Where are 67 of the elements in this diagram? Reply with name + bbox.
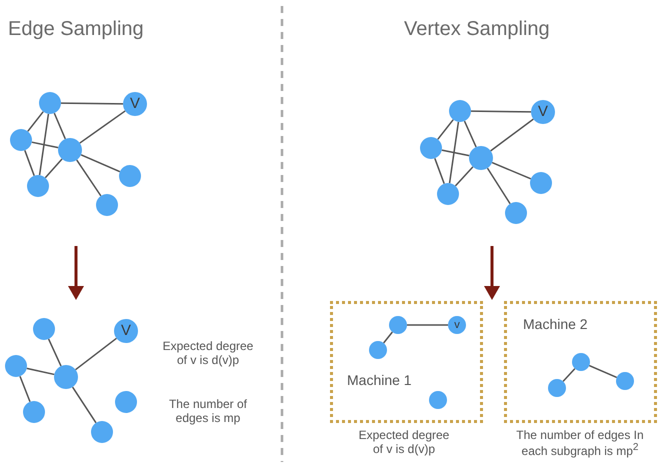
vertex-circle bbox=[389, 316, 407, 334]
vertex-circle bbox=[10, 129, 32, 151]
edge-line bbox=[562, 368, 576, 382]
vertex-circle bbox=[616, 372, 634, 390]
edge-line bbox=[79, 110, 126, 144]
group-label: Machine 2 bbox=[523, 316, 588, 332]
vertex-circle bbox=[5, 355, 27, 377]
vertex-circle bbox=[572, 353, 590, 371]
caption-text: The number of edges In each subgraph is mp$^{2}$ bbox=[515, 428, 645, 458]
vertex-circle bbox=[54, 365, 78, 389]
vertex-circle: V bbox=[123, 92, 147, 116]
vertex-circle bbox=[548, 379, 566, 397]
edge-line bbox=[27, 111, 44, 132]
caption-text: The number of edges is mp bbox=[168, 397, 248, 425]
edge-line bbox=[486, 168, 511, 204]
edge-line bbox=[442, 149, 470, 156]
edge-line bbox=[76, 160, 102, 196]
edge-line bbox=[383, 332, 393, 344]
edge-line bbox=[61, 102, 124, 105]
edge-line bbox=[492, 162, 532, 180]
edge-line bbox=[19, 376, 31, 402]
caption-text: Expected degree of v is d(v)p bbox=[162, 339, 254, 367]
edge-line bbox=[80, 154, 120, 172]
vertex-circle bbox=[449, 100, 471, 122]
edge-line bbox=[448, 122, 460, 184]
edge-line bbox=[490, 118, 534, 152]
edge-line bbox=[464, 120, 477, 148]
machine-box bbox=[330, 301, 483, 423]
vertex-circle bbox=[58, 138, 82, 162]
vertex-circle bbox=[39, 92, 61, 114]
vertex-circle bbox=[369, 341, 387, 359]
vertex-circle bbox=[469, 146, 493, 170]
section-heading: Vertex Sampling bbox=[404, 18, 551, 41]
edge-line bbox=[72, 386, 97, 424]
vertex-circle bbox=[119, 165, 141, 187]
edge-line bbox=[437, 119, 454, 140]
edge-line bbox=[471, 110, 531, 113]
edge-line bbox=[407, 324, 448, 326]
edge-line bbox=[434, 158, 445, 184]
vertex-circle bbox=[27, 175, 49, 197]
machine-box bbox=[504, 301, 657, 423]
edge-line bbox=[44, 158, 63, 178]
caption-text: Expected degree of v is d(v)p bbox=[358, 428, 450, 456]
vertex-circle bbox=[429, 391, 447, 409]
edge-line bbox=[75, 338, 117, 370]
vertex-circle bbox=[96, 194, 118, 216]
vertex-circle bbox=[420, 137, 442, 159]
section-heading: Edge Sampling bbox=[8, 18, 145, 41]
vertex-circle: V bbox=[114, 319, 138, 343]
vertex-circle bbox=[437, 183, 459, 205]
vertex-circle bbox=[530, 172, 552, 194]
edge-line bbox=[24, 150, 35, 176]
edge-line bbox=[48, 338, 62, 366]
edge-line bbox=[26, 368, 54, 376]
vertex-circle bbox=[505, 202, 527, 224]
group-label: Machine 1 bbox=[347, 372, 412, 388]
edge-line bbox=[454, 166, 474, 186]
edge-line bbox=[588, 364, 618, 378]
edge-line bbox=[38, 114, 50, 176]
vertex-circle bbox=[115, 391, 137, 413]
vertex-circle: V bbox=[531, 100, 555, 124]
vertex-circle: v bbox=[448, 316, 466, 334]
edge-line bbox=[32, 141, 58, 148]
vertex-circle bbox=[33, 318, 55, 340]
vertex-circle bbox=[23, 401, 45, 423]
vertex-circle bbox=[91, 421, 113, 443]
edge-line bbox=[54, 112, 66, 140]
